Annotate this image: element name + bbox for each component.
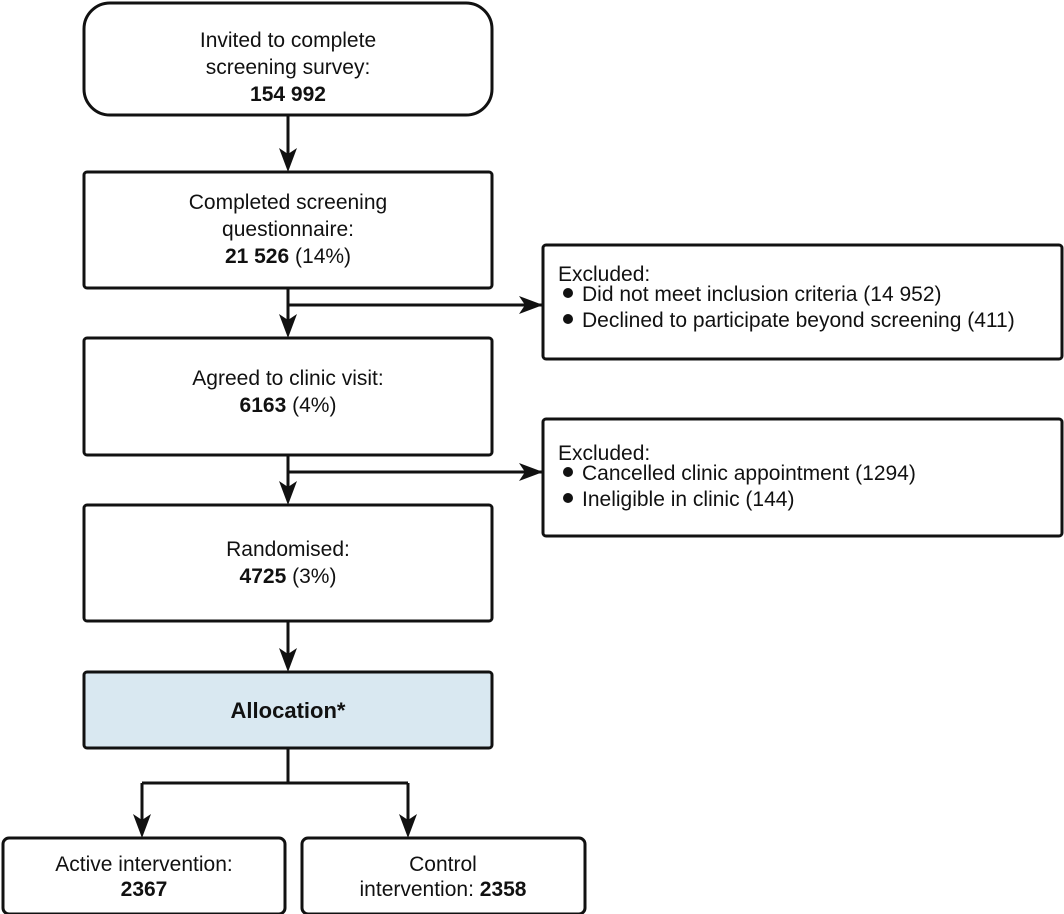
node-completed-line1: Completed screening — [189, 191, 387, 214]
exclusion-box-2: Excluded: Cancelled clinic appointment (… — [541, 417, 1064, 538]
node-active-box — [1, 836, 287, 914]
connector-randomised-to-allocation — [279, 621, 297, 672]
exclusion-2-box — [541, 417, 1064, 538]
node-randomised-box — [82, 503, 494, 623]
node-allocation-label: Allocation* — [231, 698, 346, 723]
node-invited-box — [82, 1, 494, 117]
exclusion-2-item-0: Cancelled clinic appointment (1294) — [582, 462, 916, 485]
node-randomised: Randomised: 4725 (3%) — [82, 503, 494, 623]
node-agreed-clinic-visit: Agreed to clinic visit: 6163 (4%) — [82, 336, 494, 457]
node-control-value-line: intervention: 2358 — [360, 878, 527, 901]
node-completed-percent: (14%) — [295, 245, 351, 268]
connector-agreed-to-randomised — [279, 455, 297, 505]
bullet-icon — [563, 288, 573, 298]
exclusion-1-heading: Excluded: — [558, 263, 650, 286]
node-agreed-value-line: 6163 (4%) — [240, 394, 337, 417]
node-control-line1: Control — [409, 853, 477, 876]
node-completed-questionnaire: Completed screening questionnaire: 21 52… — [82, 170, 494, 290]
node-control-value: 2358 — [480, 878, 527, 901]
exclusion-1-item-0: Did not meet inclusion criteria (14 952) — [582, 283, 942, 306]
node-randomised-line1: Randomised: — [226, 538, 350, 561]
node-active-value: 2367 — [121, 878, 168, 901]
node-allocation: Allocation* — [82, 670, 494, 750]
node-agreed-box — [82, 336, 494, 457]
exclusion-1-item-1: Declined to participate beyond screening… — [582, 309, 1015, 332]
node-active-line1: Active intervention: — [55, 853, 232, 876]
node-invited-value-line: 154 992 — [250, 83, 326, 106]
bullet-icon — [563, 314, 573, 324]
node-agreed-line1: Agreed to clinic visit: — [192, 367, 383, 390]
bullet-icon — [563, 467, 573, 477]
exclusion-2-item-1: Ineligible in clinic (144) — [582, 488, 794, 511]
node-randomised-value: 4725 — [240, 565, 287, 588]
exclusion-1-box — [541, 243, 1064, 361]
node-randomised-percent: (3%) — [292, 565, 336, 588]
node-invited-line1: Invited to complete — [200, 29, 376, 52]
node-control-prefix: intervention: — [360, 878, 480, 901]
node-allocation-box — [82, 670, 494, 750]
node-completed-line2: questionnaire: — [222, 218, 354, 241]
node-invited-line2: screening survey: — [206, 56, 371, 79]
node-completed-value: 21 526 — [225, 245, 289, 268]
node-randomised-value-line: 4725 (3%) — [240, 565, 337, 588]
node-active-value-line: 2367 — [121, 878, 168, 901]
connector-completed-to-agreed — [279, 288, 297, 338]
node-invited-value: 154 992 — [250, 83, 326, 106]
node-control-box — [300, 836, 587, 914]
node-completed-box — [82, 170, 494, 290]
connector-allocation-split — [133, 748, 417, 838]
connector-invited-to-completed — [279, 115, 297, 172]
bullet-icon — [563, 493, 573, 503]
node-active-intervention: Active intervention: 2367 — [1, 836, 287, 914]
node-agreed-value: 6163 — [240, 394, 287, 417]
node-agreed-percent: (4%) — [292, 394, 336, 417]
node-control-intervention: Control intervention: 2358 — [300, 836, 587, 914]
node-invited-to-screening: Invited to complete screening survey: 15… — [82, 1, 494, 117]
exclusion-2-heading: Excluded: — [558, 442, 650, 465]
exclusion-box-1: Excluded: Did not meet inclusion criteri… — [541, 243, 1064, 361]
node-completed-value-line: 21 526 (14%) — [225, 245, 351, 268]
